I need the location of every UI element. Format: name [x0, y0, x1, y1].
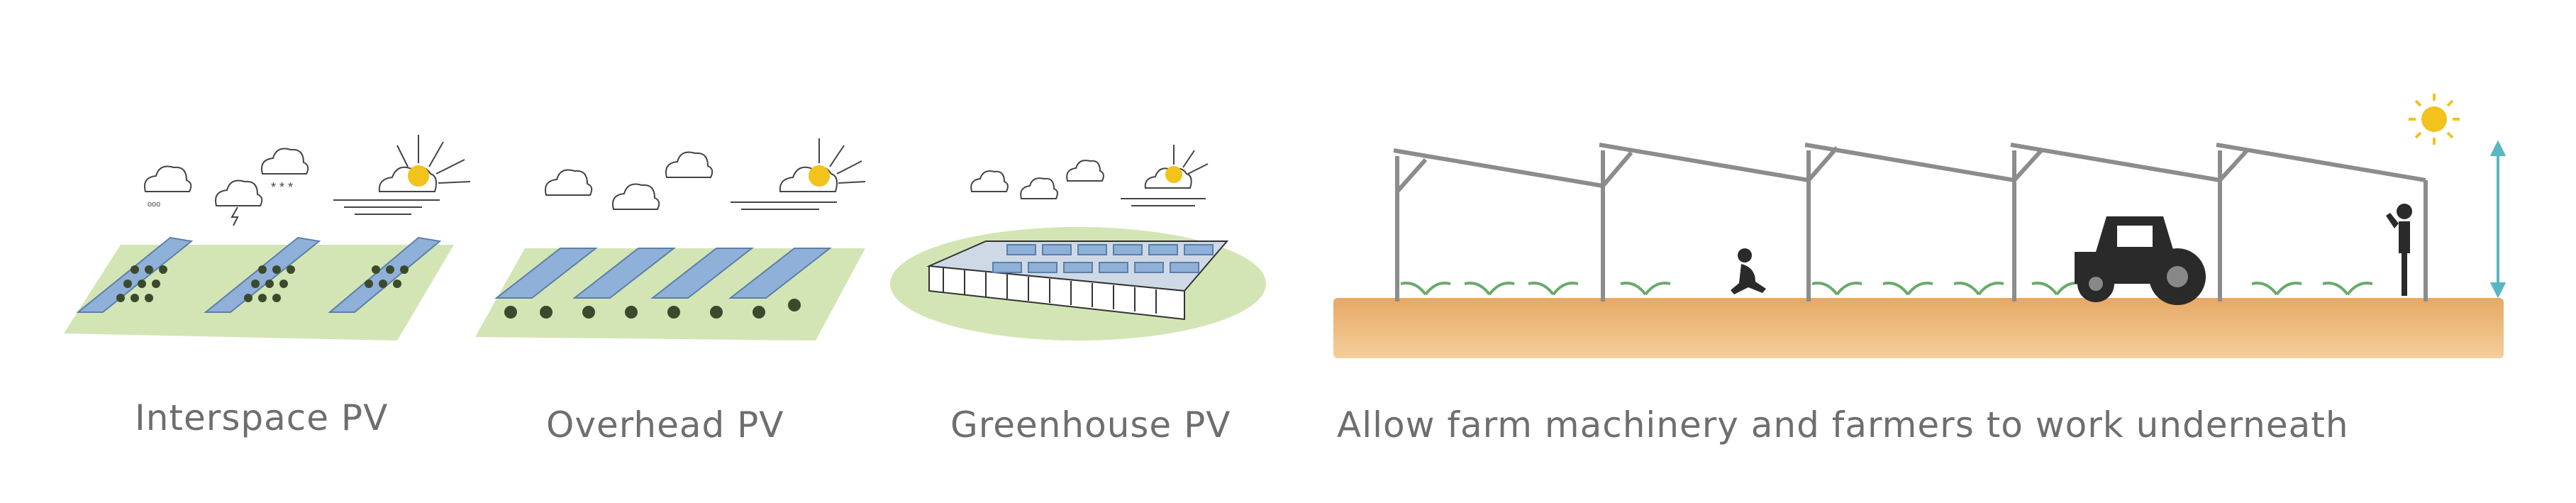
greenhouse-structure [926, 241, 1229, 321]
rain-cloud-icon [545, 169, 593, 196]
machinery-panel: Allow farm machinery and farmers to work… [1326, 0, 2576, 503]
snow-cloud-icon [665, 151, 714, 178]
thunder-cloud-icon [1020, 177, 1058, 199]
soil-ground [1333, 298, 2504, 358]
thunder-cloud-icon [612, 183, 660, 210]
caption-machinery: Allow farm machinery and farmers to work… [1337, 404, 2349, 446]
crop-rows [116, 265, 409, 302]
thunder-cloud-icon [215, 179, 263, 226]
weather-icons: ᵒᵒᵒ * * * [144, 135, 471, 226]
overhead-panels [494, 248, 832, 299]
sunrise-icon [731, 138, 866, 210]
snow-cloud-icon: * * * [261, 148, 309, 194]
svg-text:ᵒᵒᵒ: ᵒᵒᵒ [148, 200, 160, 212]
machinery-illustration [1333, 94, 2506, 358]
interspace-pv-panel: ᵒᵒᵒ * * * Interspace PV [0, 0, 482, 503]
crop-clusters [504, 299, 801, 319]
crop-sprouts [1400, 282, 2373, 296]
caption-greenhouse-pv: Greenhouse PV [950, 404, 1231, 446]
snow-cloud-icon [1066, 160, 1104, 182]
rain-cloud-icon [970, 170, 1009, 192]
standing-farmer-icon [2386, 204, 2412, 296]
overhead-pv-panel: Overhead PV [468, 0, 879, 503]
sunrise-icon [1121, 145, 1209, 206]
weather-icons [970, 145, 1209, 206]
rain-cloud-icon: ᵒᵒᵒ [144, 165, 192, 212]
sunrise-icon [333, 135, 471, 215]
pv-support-structure [1393, 143, 2428, 302]
solar-panel-rows [76, 236, 442, 313]
overhead-pv-illustration [475, 138, 866, 341]
caption-interspace-pv: Interspace PV [135, 397, 389, 438]
caption-overhead-pv: Overhead PV [546, 404, 784, 446]
height-arrow-icon [2489, 140, 2506, 299]
sun-icon [2409, 94, 2460, 145]
greenhouse-pv-panel: Greenhouse PV [887, 0, 1284, 503]
greenhouse-roof-panels [992, 244, 1214, 273]
interspace-pv-illustration: ᵒᵒᵒ * * * [64, 135, 471, 341]
weather-icons [545, 138, 866, 210]
svg-text:* * *: * * * [271, 180, 293, 194]
farmer-icon [1731, 248, 1766, 294]
tractor-icon [2075, 216, 2206, 305]
greenhouse-pv-illustration [890, 145, 1266, 341]
